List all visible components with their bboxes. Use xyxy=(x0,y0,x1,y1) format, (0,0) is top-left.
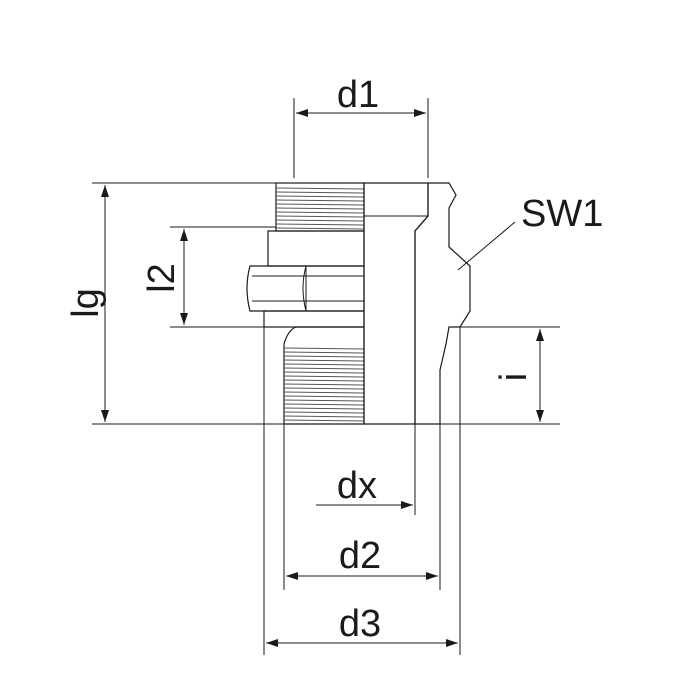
label-sw1: SW1 xyxy=(521,193,603,235)
thread-line xyxy=(283,419,365,422)
thread-line xyxy=(283,347,365,350)
thread-line xyxy=(283,395,365,398)
thread-line xyxy=(275,195,365,198)
extension-lines xyxy=(92,98,560,655)
thread-line xyxy=(283,403,365,406)
label-d2: d2 xyxy=(339,535,381,577)
neck xyxy=(267,230,365,267)
thread-line xyxy=(275,199,365,202)
thread-line xyxy=(275,227,365,230)
lower-thread xyxy=(283,326,365,425)
label-i: i xyxy=(493,373,535,381)
thread-line xyxy=(275,191,365,194)
thread-line xyxy=(275,187,365,190)
label-dx: dx xyxy=(337,465,377,507)
thread-line xyxy=(283,415,365,418)
thread-line xyxy=(283,367,365,370)
thread-line xyxy=(283,371,365,374)
thread-line xyxy=(283,399,365,402)
label-d3: d3 xyxy=(339,603,381,645)
thread-line xyxy=(283,407,365,410)
thread-line xyxy=(283,355,365,358)
thread-line xyxy=(283,391,365,394)
hex-nut xyxy=(246,265,365,312)
thread-line xyxy=(275,223,365,226)
label-l2: l2 xyxy=(141,263,183,293)
label-d1: d1 xyxy=(337,74,379,116)
thread-line xyxy=(283,375,365,378)
thread-line xyxy=(275,215,365,218)
thread-line xyxy=(283,379,365,382)
upper-thread xyxy=(275,182,365,232)
thread-line xyxy=(283,363,365,366)
thread-line xyxy=(275,219,365,222)
thread-line xyxy=(283,351,365,354)
thread-line xyxy=(283,387,365,390)
thread-line xyxy=(275,211,365,214)
thread-line xyxy=(283,359,365,362)
thread-line xyxy=(283,383,365,386)
thread-line xyxy=(275,203,365,206)
label-lg: lg xyxy=(65,288,107,318)
collar xyxy=(263,310,365,328)
thread-line xyxy=(283,411,365,414)
dimension-lines xyxy=(101,109,544,647)
fitting-body-section xyxy=(363,182,471,425)
thread-line xyxy=(275,207,365,210)
fitting-body-exterior xyxy=(246,182,365,425)
